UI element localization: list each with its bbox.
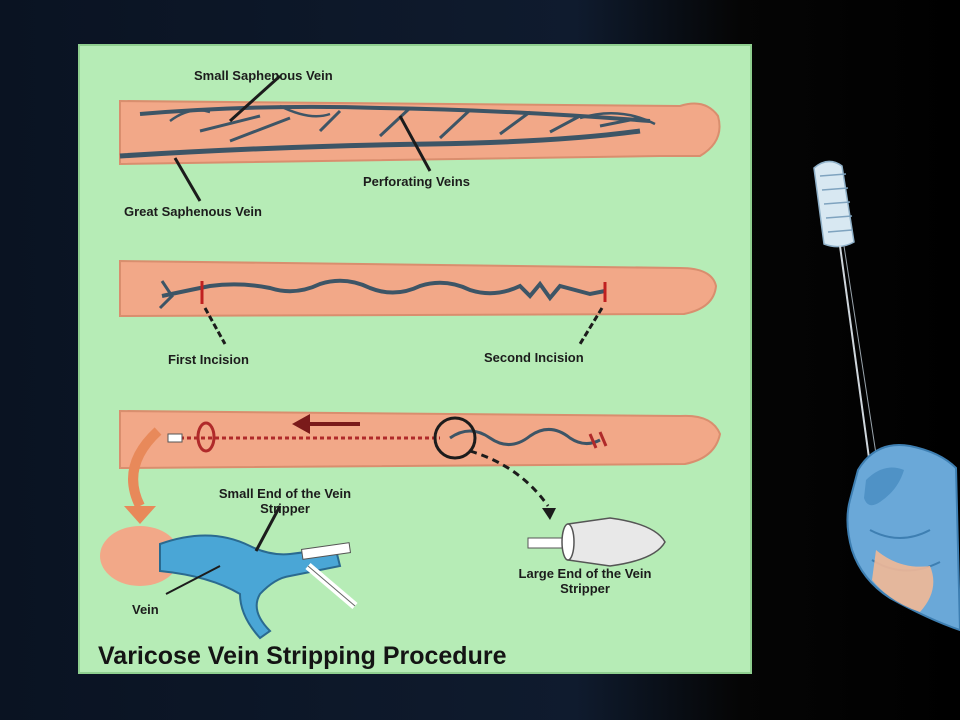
diagram-panel: Small Saphenous Vein Perforating Veins G… [78, 44, 752, 674]
gloved-hand-holding-vein-stripper-icon [813, 160, 960, 632]
label-great-saphenous-vein: Great Saphenous Vein [124, 204, 262, 219]
leg-2-incisions [119, 259, 718, 345]
diagram-title: Varicose Vein Stripping Procedure [98, 642, 507, 670]
label-small-end-of-vein-stripper: Small End of the Vein Stripper [218, 486, 352, 516]
leg-1-veins [119, 74, 721, 202]
vein-stripper-closeup [100, 505, 358, 640]
leg-3-stripping [119, 409, 722, 524]
label-perforating-veins: Perforating Veins [363, 174, 470, 189]
diagram-illustration [100, 74, 722, 640]
label-first-incision: First Incision [168, 352, 249, 367]
label-small-saphenous-vein: Small Saphenous Vein [194, 68, 333, 83]
label-second-incision: Second Incision [484, 350, 584, 365]
large-end-stripper-illustration [527, 517, 666, 567]
label-large-end-of-vein-stripper: Large End of the Vein Stripper [518, 566, 652, 596]
label-vein: Vein [132, 602, 159, 617]
